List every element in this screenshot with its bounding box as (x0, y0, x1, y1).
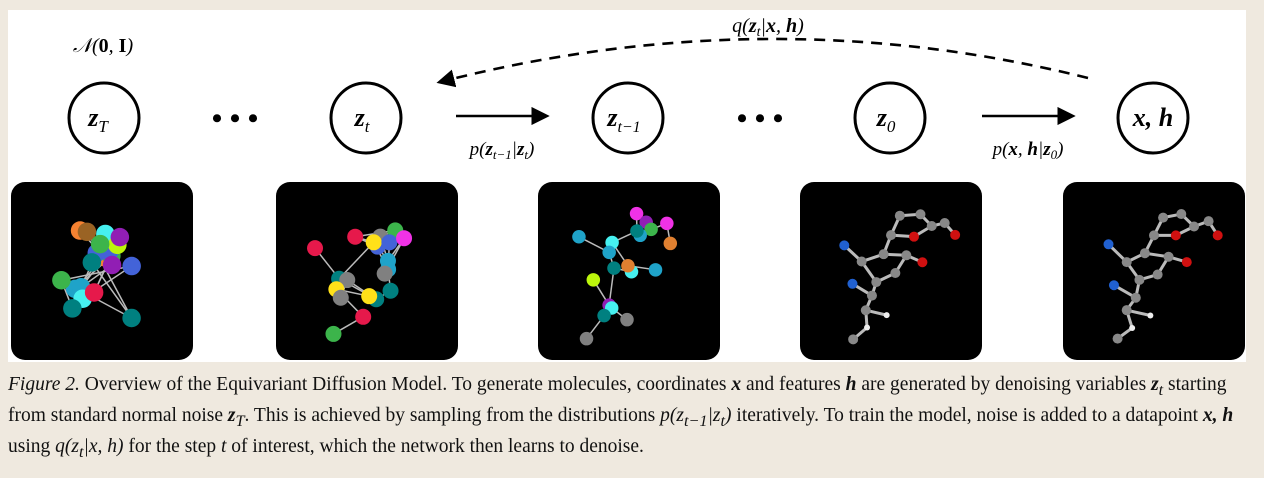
forward-label: q(zt|x, h) (732, 15, 804, 40)
ellipsis-2: • • • (737, 102, 784, 135)
molecule-panel-3 (538, 182, 720, 360)
transition-label-1: p(zt−1|zt) (468, 139, 535, 162)
node-zt: zt (329, 81, 403, 155)
molecule-panel-4 (800, 182, 982, 360)
diffusion-figure: 𝒩(0, I) q(zt|x, h) zT • • • zt p(zt−1|zt… (8, 10, 1246, 362)
prior-label: 𝒩(0, I) (73, 35, 134, 57)
molecule-panel-1 (11, 182, 193, 360)
molecule-panel-2 (276, 182, 458, 360)
transition-label-2: p(x, h|z0) (991, 139, 1064, 162)
node-xh: x, h (1116, 81, 1190, 155)
molecule-panel-5 (1063, 182, 1245, 360)
node-zT: zT (67, 81, 141, 155)
ellipsis-1: • • • (212, 102, 259, 135)
figure-caption: Figure 2. Overview of the Equivariant Di… (8, 374, 1234, 461)
forward-process-arc (436, 37, 1089, 88)
svg-text:x, h: x, h (1132, 103, 1173, 132)
node-z0: z0 (853, 81, 927, 155)
figure-label: Figure 2. (8, 374, 80, 395)
node-ztm1: zt−1 (591, 81, 665, 155)
